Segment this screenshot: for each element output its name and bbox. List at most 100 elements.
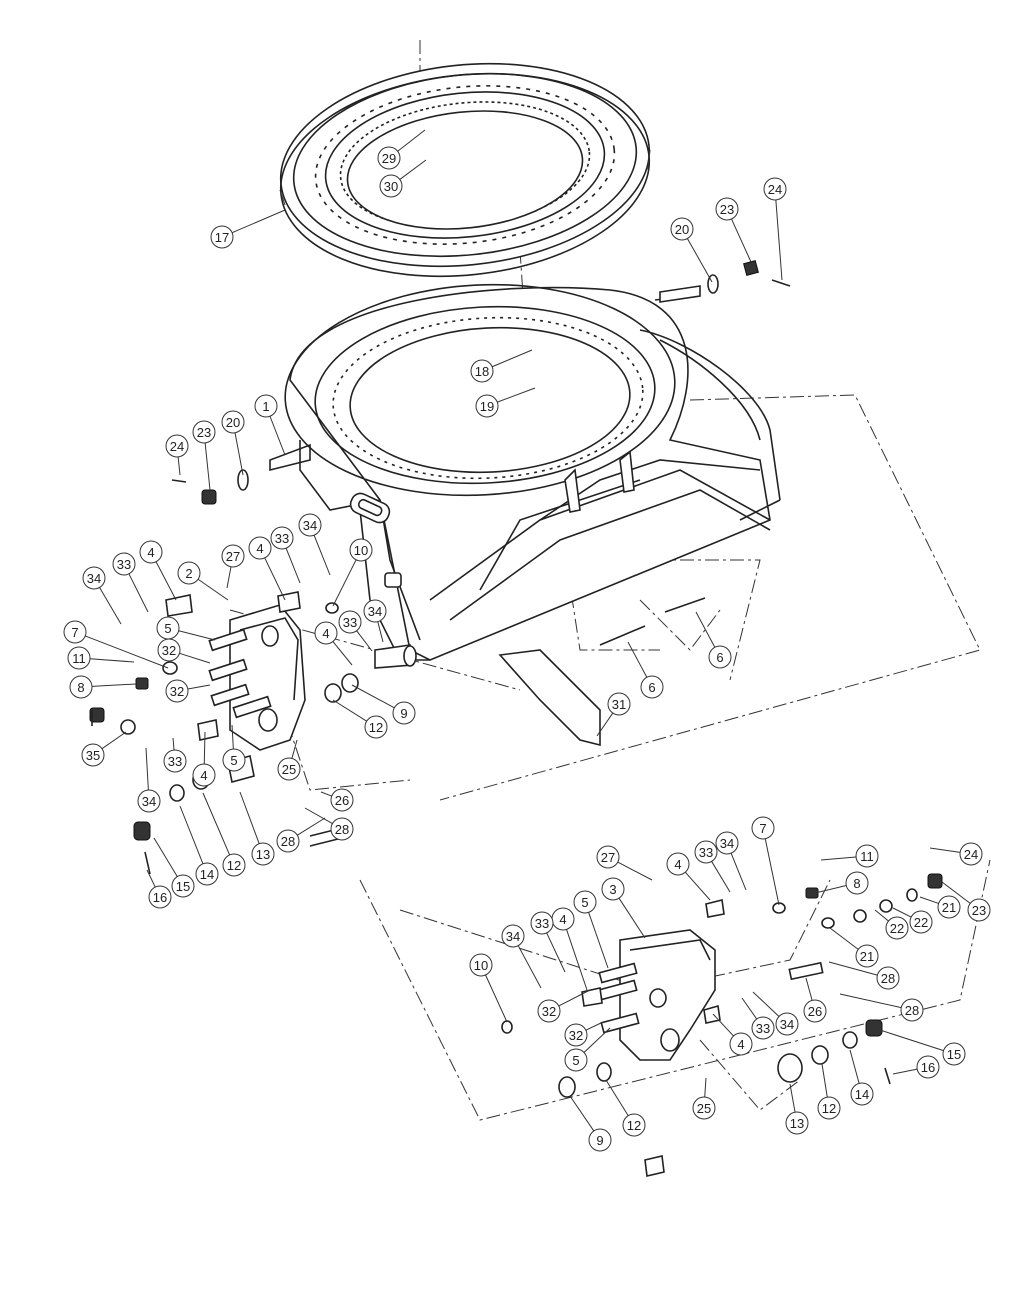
callout-circle — [670, 217, 694, 241]
callout-leader-line — [583, 1027, 611, 1053]
callout-circle — [276, 829, 300, 853]
callout-number: 23 — [720, 202, 734, 217]
callout-number: 14 — [855, 1087, 869, 1102]
callout-leader-line — [730, 853, 747, 891]
callout-circle — [254, 394, 278, 418]
callout-circle — [475, 394, 499, 418]
callout-circle — [909, 910, 933, 934]
callout-circle — [573, 890, 597, 914]
callout-circle — [942, 1042, 966, 1066]
callout-number: 4 — [200, 768, 207, 783]
callout-number: 4 — [737, 1037, 744, 1052]
callout-number: 10 — [474, 958, 488, 973]
callout-number: 12 — [369, 720, 383, 735]
callout-circle — [330, 788, 354, 812]
callout-number: 27 — [226, 549, 240, 564]
callout-circle — [601, 877, 625, 901]
callout-circle — [959, 842, 983, 866]
callout-circle — [148, 885, 172, 909]
callout-leader-line — [491, 349, 533, 368]
callout-leader-line — [399, 159, 427, 180]
callout-circle — [596, 845, 620, 869]
callout-number: 24 — [964, 847, 978, 862]
callout-leader-line — [356, 630, 373, 652]
callout-number: 26 — [808, 1004, 822, 1019]
center-parts — [498, 597, 706, 747]
callout-number: 1 — [262, 399, 269, 414]
callout-circle — [349, 538, 373, 562]
callout-circle — [501, 924, 525, 948]
callout-leader-line — [892, 1068, 918, 1075]
callout-leader-line — [892, 907, 912, 918]
callout-circle — [850, 1082, 874, 1106]
callout-circle — [171, 874, 195, 898]
callout-leader-line — [332, 559, 357, 607]
callout-leader-line — [695, 611, 716, 648]
callout-number: 7 — [71, 625, 78, 640]
callout-circle — [112, 552, 136, 576]
callout-number: 20 — [675, 222, 689, 237]
callout-number: 6 — [648, 680, 655, 695]
callout-circle — [855, 844, 879, 868]
callout-leader-line — [605, 1079, 629, 1116]
callout-circle — [69, 675, 93, 699]
callout-number: 28 — [905, 1003, 919, 1018]
callout-leader-line — [789, 1083, 796, 1113]
callout-circle — [221, 410, 245, 434]
callout-leader-line — [820, 856, 857, 861]
callout-number: 33 — [343, 615, 357, 630]
callout-number: 33 — [168, 754, 182, 769]
callout-leader-line — [351, 684, 395, 709]
callout-leader-line — [178, 630, 216, 641]
callout-circle — [751, 1016, 775, 1040]
callout-leader-line — [177, 456, 181, 476]
callout-number: 25 — [282, 762, 296, 777]
callout-circle — [379, 174, 403, 198]
callout-leader-line — [291, 739, 298, 759]
callout-number: 12 — [822, 1101, 836, 1116]
callout-number: 15 — [176, 879, 190, 894]
callout-leader-line — [566, 929, 588, 991]
callout-leader-line — [91, 683, 137, 687]
callout-circle — [967, 898, 991, 922]
right-pin-parts — [659, 260, 791, 303]
callout-number: 34 — [87, 571, 101, 586]
callout-number: 16 — [921, 1060, 935, 1075]
callout-number: 15 — [947, 1047, 961, 1062]
callout-leader-line — [596, 712, 614, 737]
callout-number: 4 — [147, 545, 154, 560]
callout-leader-line — [558, 989, 591, 1007]
callout-number: 28 — [335, 822, 349, 837]
callout-number: 33 — [535, 916, 549, 931]
callout-number: 28 — [281, 834, 295, 849]
callout-leader-line — [775, 199, 783, 281]
callout-number: 4 — [559, 912, 566, 927]
callout-circle — [192, 763, 216, 787]
callout-leader-line — [941, 881, 971, 904]
callout-leader-line — [929, 847, 961, 853]
callout-circle — [469, 953, 493, 977]
callout-leader-line — [203, 731, 206, 765]
callout-leader-line — [485, 974, 508, 1023]
callout-circle — [63, 620, 87, 644]
callout-leader-line — [821, 1063, 828, 1098]
callout-leader-line — [146, 869, 156, 888]
callout-number: 34 — [303, 518, 317, 533]
callout-number: 5 — [572, 1053, 579, 1068]
callout-leader-line — [264, 557, 286, 601]
callout-number: 23 — [197, 425, 211, 440]
callout-circle — [530, 911, 554, 935]
callout-leader-line — [332, 699, 367, 722]
callout-leader-line — [377, 621, 384, 643]
callout-number: 4 — [256, 541, 263, 556]
callout-circle — [775, 1012, 799, 1036]
callout-number: 33 — [699, 845, 713, 860]
callout-circle — [210, 225, 234, 249]
left-pin-parts — [171, 469, 249, 505]
callout-leader-line — [234, 432, 244, 476]
callout-number: 24 — [768, 182, 782, 197]
callout-circle — [330, 817, 354, 841]
callout-number: 7 — [759, 821, 766, 836]
callout-number: 13 — [256, 847, 270, 862]
callout-leader-line — [704, 1077, 707, 1098]
